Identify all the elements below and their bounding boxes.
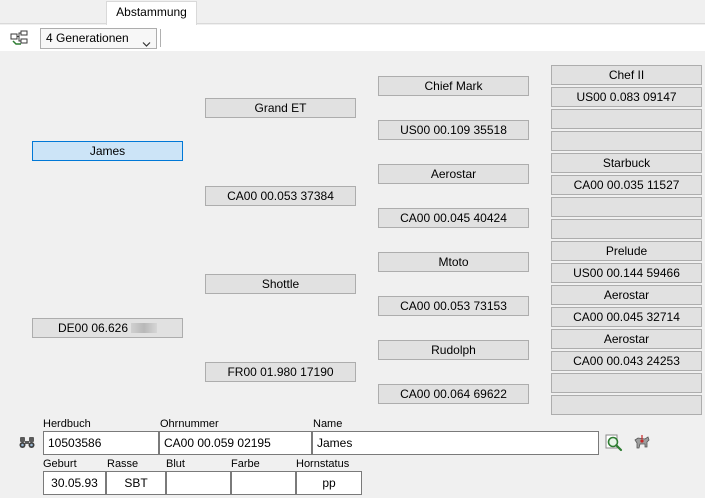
geburt-label: Geburt <box>43 458 77 470</box>
grandparent-2-id-box[interactable]: CA00 00.045 40424 <box>378 208 529 228</box>
animal-name-box[interactable]: James <box>32 141 183 161</box>
toolbar-separator <box>160 29 161 47</box>
great-grandparent-8-id-box[interactable] <box>551 395 702 415</box>
generations-select[interactable]: 4 Generationen <box>40 28 157 49</box>
geburt-field[interactable]: 30.05.93 <box>43 471 106 495</box>
great-grandparent-6-id-box[interactable]: CA00 00.045 32714 <box>551 307 702 327</box>
animal-id: DE00 06.626 <box>57 321 129 335</box>
great-grandparent-2-id-box[interactable] <box>551 131 702 151</box>
pedigree-tree-icon[interactable] <box>10 30 28 46</box>
farbe-field[interactable] <box>231 471 296 495</box>
redacted-id-part <box>131 323 158 333</box>
herdbuch-label: Herdbuch <box>43 418 91 430</box>
great-grandparent-1-name-box[interactable]: Chef II <box>551 65 702 85</box>
great-grandparent-3-id-box[interactable]: CA00 00.035 11527 <box>551 175 702 195</box>
sire-id-box[interactable]: CA00 00.053 37384 <box>205 186 356 206</box>
great-grandparent-5-name-box[interactable]: Prelude <box>551 241 702 261</box>
cow-icon[interactable] <box>632 433 652 453</box>
dam-id-box[interactable]: FR00 01.980 17190 <box>205 362 356 382</box>
name-field[interactable]: James <box>312 431 599 455</box>
toolbar: 4 Generationen <box>0 25 705 51</box>
great-grandparent-4-name-box[interactable] <box>551 197 702 217</box>
blut-label: Blut <box>166 458 185 470</box>
ohrnummer-field[interactable]: CA00 00.059 02195 <box>159 431 312 455</box>
great-grandparent-6-name-box[interactable]: Aerostar <box>551 285 702 305</box>
grandparent-4-id-box[interactable]: CA00 00.064 69622 <box>378 384 529 404</box>
great-grandparent-7-name-box[interactable]: Aerostar <box>551 329 702 349</box>
tab-abstammung[interactable]: Abstammung <box>106 1 197 25</box>
grandparent-3-name-box[interactable]: Mtoto <box>378 252 529 272</box>
chevron-down-icon <box>142 35 151 47</box>
name-label: Name <box>313 418 343 430</box>
herdbuch-field[interactable]: 10503586 <box>43 431 159 455</box>
tab-strip: Abstammung <box>0 0 705 25</box>
great-grandparent-3-name-box[interactable]: Starbuck <box>551 153 702 173</box>
rasse-field[interactable]: SBT <box>106 471 166 495</box>
grandparent-2-name-box[interactable]: Aerostar <box>378 164 529 184</box>
dam-name-box[interactable]: Shottle <box>205 274 356 294</box>
great-grandparent-8-name-box[interactable] <box>551 373 702 393</box>
great-grandparent-1-id-box[interactable]: US00 0.083 09147 <box>551 87 702 107</box>
hornstatus-label: Hornstatus <box>296 458 350 470</box>
binoculars-icon[interactable] <box>18 433 38 453</box>
great-grandparent-4-id-box[interactable] <box>551 219 702 239</box>
grandparent-1-id-box[interactable]: US00 00.109 35518 <box>378 120 529 140</box>
farbe-label: Farbe <box>231 458 260 470</box>
pedigree-panel: James DE00 06.626 Grand ET CA00 00.053 3… <box>5 52 705 498</box>
sire-name-box[interactable]: Grand ET <box>205 98 356 118</box>
grandparent-4-name-box[interactable]: Rudolph <box>378 340 529 360</box>
grandparent-1-name-box[interactable]: Chief Mark <box>378 76 529 96</box>
great-grandparent-2-name-box[interactable] <box>551 109 702 129</box>
animal-id-box[interactable]: DE00 06.626 <box>32 318 183 338</box>
hornstatus-field[interactable]: pp <box>296 471 362 495</box>
ohrnummer-label: Ohrnummer <box>160 418 219 430</box>
grandparent-3-id-box[interactable]: CA00 00.053 73153 <box>378 296 529 316</box>
blut-field[interactable] <box>166 471 231 495</box>
rasse-label: Rasse <box>107 458 139 470</box>
great-grandparent-5-id-box[interactable]: US00 00.144 59466 <box>551 263 702 283</box>
great-grandparent-7-id-box[interactable]: CA00 00.043 24253 <box>551 351 702 371</box>
generations-select-value: 4 Generationen <box>46 31 129 45</box>
magnifier-icon[interactable] <box>604 433 624 453</box>
